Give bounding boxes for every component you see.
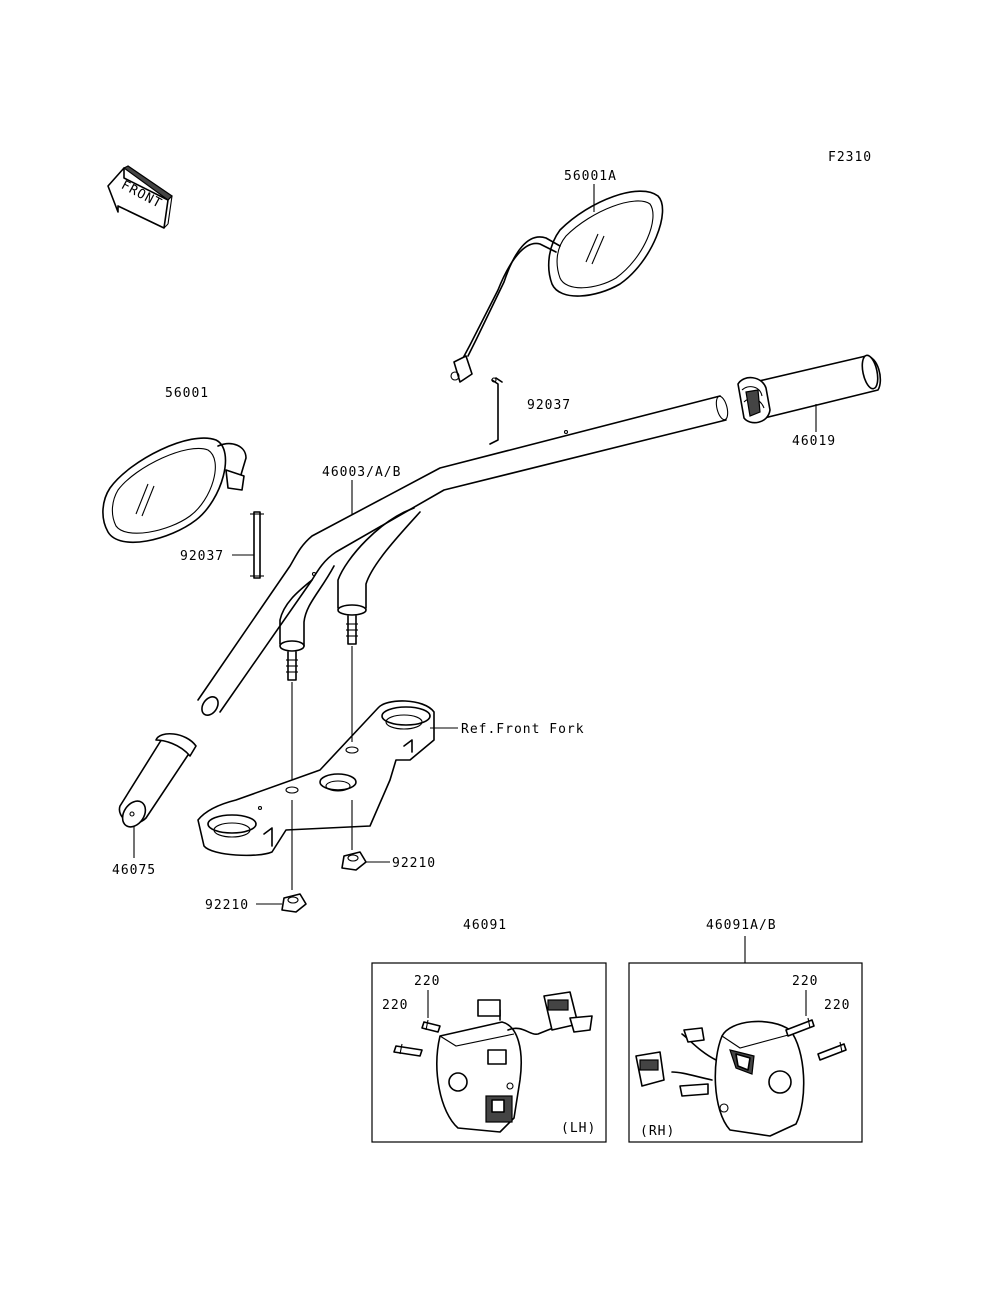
- switch-left: [393, 991, 593, 1133]
- label-92037-top: 92037: [527, 398, 571, 413]
- label-220-lh-b: 220: [382, 998, 408, 1013]
- figure-code: F2310: [828, 150, 872, 165]
- label-92037-left: 92037: [180, 549, 224, 564]
- switch-right-box: [628, 962, 863, 1143]
- clamp-top: [489, 377, 503, 445]
- nut-right: [341, 851, 367, 871]
- label-92210-left: 92210: [205, 898, 249, 913]
- label-220-rh-a: 220: [792, 974, 818, 989]
- handlebar: [197, 395, 729, 716]
- label-92210-right: 92210: [392, 856, 436, 871]
- label-56001A: 56001A: [564, 169, 617, 184]
- nut-left: [281, 893, 307, 913]
- label-46019: 46019: [792, 434, 836, 449]
- label-220-lh-a: 220: [414, 974, 440, 989]
- left-mirror: [102, 437, 247, 544]
- label-ref-front-fork: Ref.Front Fork: [461, 722, 585, 737]
- label-220-rh-b: 220: [824, 998, 850, 1013]
- switch-right: [635, 1017, 847, 1137]
- label-46075: 46075: [112, 863, 156, 878]
- switch-left-box: [371, 962, 607, 1143]
- clamp-left: [250, 511, 264, 579]
- right-mirror: [450, 190, 664, 383]
- label-46091AB: 46091A/B: [706, 918, 777, 933]
- label-rh: (RH): [640, 1124, 675, 1139]
- label-lh: (LH): [561, 1121, 596, 1136]
- grip-left: [118, 733, 197, 828]
- front-arrow-icon: FRONT: [107, 165, 173, 229]
- label-46003: 46003/A/B: [322, 465, 401, 480]
- fork-bracket: [197, 700, 435, 857]
- label-56001: 56001: [165, 386, 209, 401]
- label-46091: 46091: [463, 918, 507, 933]
- grip-right: [737, 354, 882, 424]
